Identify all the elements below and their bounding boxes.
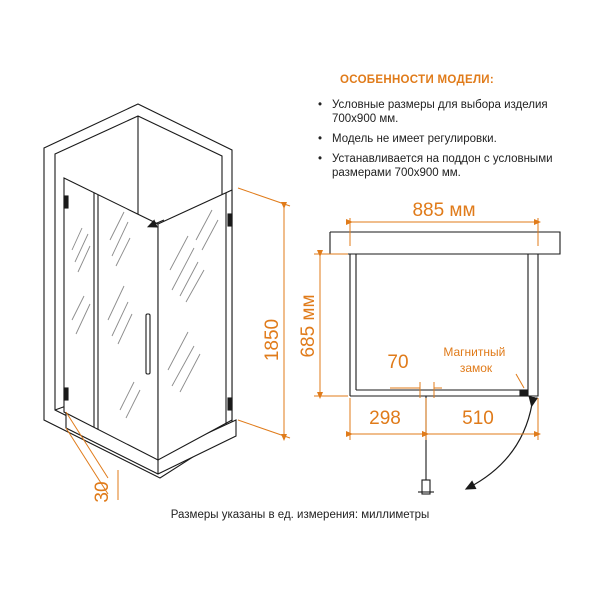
plan-view xyxy=(329,231,561,495)
plan-wall xyxy=(330,231,561,397)
glass-door-panel xyxy=(63,177,159,461)
dim-70 xyxy=(390,382,442,398)
glass-side-panel xyxy=(157,189,233,461)
magnetic-lock-marker xyxy=(519,389,529,397)
dim-885 xyxy=(346,218,541,246)
height-label: 1850 xyxy=(262,319,283,361)
hinge-bottom xyxy=(63,387,69,401)
dim-height xyxy=(237,187,291,441)
feature-item: Условные размеры для выбора изделия 700х… xyxy=(318,98,588,126)
door-swing-arc xyxy=(464,396,538,490)
dim-base xyxy=(65,411,119,500)
depth-label: 685 мм xyxy=(298,294,319,357)
features-title: ОСОБЕННОСТИ МОДЕЛИ: xyxy=(340,74,495,86)
magnetic-lock-label-line1: Магнитный xyxy=(443,345,505,359)
dim-685 xyxy=(314,250,348,399)
door-handle xyxy=(145,313,151,375)
magnetic-lock-label: Магнитный замок xyxy=(443,345,508,375)
hinge-top xyxy=(63,195,69,209)
features-list: Условные размеры для выбора изделия 700х… xyxy=(318,98,588,186)
feature-item: Модель не имеет регулировки. xyxy=(318,132,588,146)
width-label: 885 мм xyxy=(412,200,475,221)
feature-item: Устанавливается на поддон с условными ра… xyxy=(318,152,588,180)
magnetic-lock-leader xyxy=(515,373,525,389)
dim-segments xyxy=(346,398,541,440)
glass-hatching xyxy=(71,209,219,419)
base-label: 30 xyxy=(92,481,113,502)
units-footnote: Размеры указаны в ед. измерения: миллиме… xyxy=(170,509,430,521)
magnetic-lock-label-line2: замок xyxy=(460,361,493,375)
gap-label: 70 xyxy=(387,352,408,373)
left-segment-label: 298 xyxy=(369,408,401,429)
right-segment-label: 510 xyxy=(462,408,494,429)
